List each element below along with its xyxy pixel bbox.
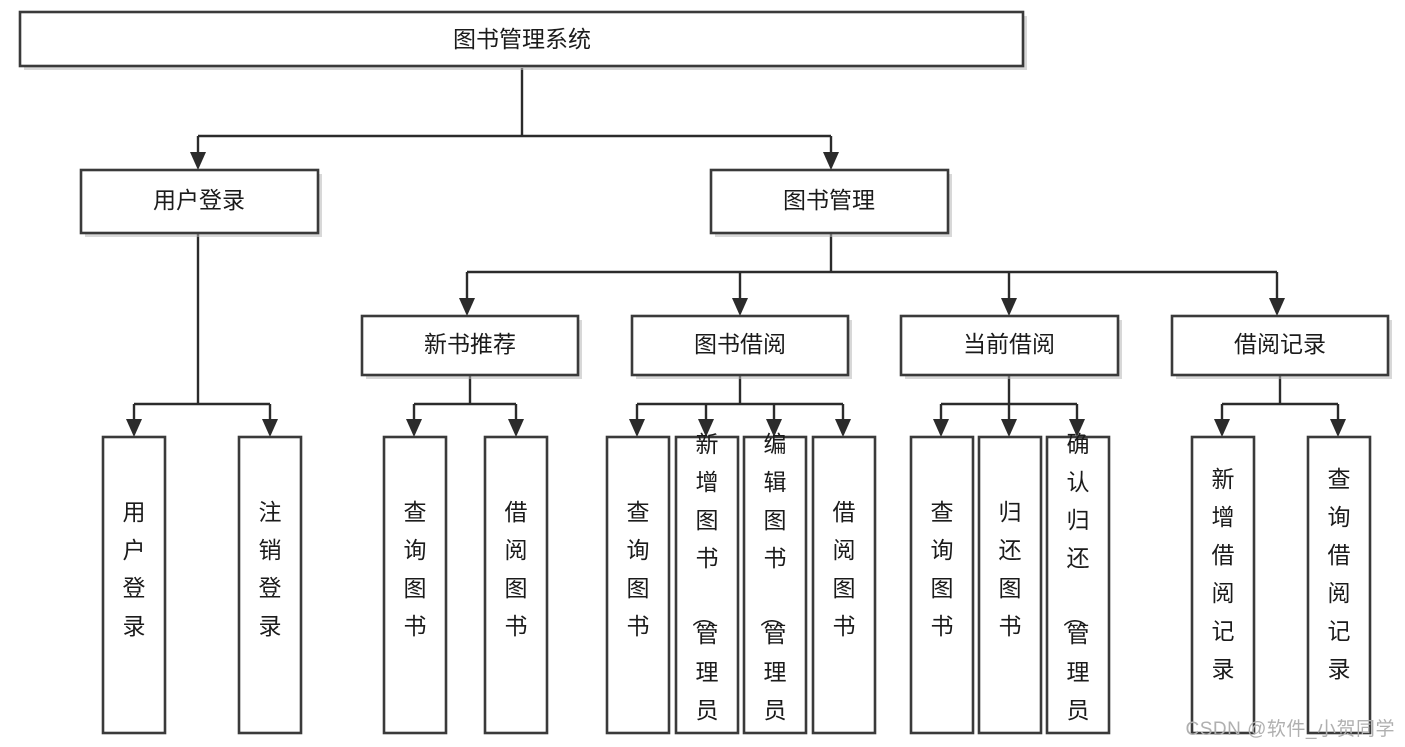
- leaf-confirm-return-box[interactable]: [1045, 435, 1111, 735]
- arrow-userlogin-leaf-2: [262, 419, 278, 437]
- leaf-node[interactable]: 用户登录: [101, 435, 167, 735]
- node-borrow-record[interactable]: 借阅记录: [1170, 314, 1392, 379]
- node-borrow-record-box[interactable]: [1170, 314, 1390, 377]
- leaf-borrow-book-2-label: 借阅图书: [833, 499, 856, 639]
- leaf-node[interactable]: 查询借阅记录: [1306, 435, 1372, 735]
- arrow-borrow-leaf-2: [698, 419, 714, 437]
- leaf-return-book-box[interactable]: [977, 435, 1043, 735]
- node-new-book-recommend-box[interactable]: [360, 314, 580, 377]
- node-borrow-record-label: 借阅记录: [1234, 331, 1326, 357]
- arrow-root-to-user-login: [190, 152, 206, 170]
- node-root[interactable]: 图书管理系统: [18, 10, 1027, 70]
- leaf-query-record-label: 查询借阅记录: [1328, 466, 1351, 682]
- node-book-borrow-box[interactable]: [630, 314, 850, 377]
- leaf-user-login-label: 用户登录: [123, 499, 146, 639]
- arrow-record-leaf-2: [1330, 419, 1346, 437]
- leaf-query-book-3-label: 查询图书: [931, 499, 954, 639]
- leaf-query-book-1-label: 查询图书: [404, 499, 427, 639]
- leaf-node[interactable]: 查询图书: [605, 435, 671, 735]
- arrow-root-to-book-mgmt: [823, 152, 839, 170]
- leaf-logout-box[interactable]: [237, 435, 303, 735]
- node-current-borrow-label: 当前借阅: [963, 331, 1055, 357]
- leaf-borrow-book-2-box[interactable]: [811, 435, 877, 735]
- arrow-borrow-leaf-3: [766, 419, 782, 437]
- leaf-node[interactable]: 编辑图书（管理员）: [742, 431, 808, 747]
- leaf-add-record-box[interactable]: [1190, 435, 1256, 735]
- leaf-node[interactable]: 借阅图书: [483, 435, 549, 735]
- arrow-bookmgmt-child-4: [1269, 298, 1285, 316]
- node-book-management-label: 图书管理: [783, 187, 875, 213]
- leaf-confirm-return-label: 确认归还（管理员）: [1062, 431, 1090, 747]
- csdn-watermark: CSDN @软件_小贺同学: [1185, 719, 1395, 740]
- node-user-login-box[interactable]: [79, 168, 320, 235]
- arrow-userlogin-leaf-1: [126, 419, 142, 437]
- node-book-borrow-label: 图书借阅: [694, 331, 786, 357]
- leaf-add-record-label: 新增借阅记录: [1212, 466, 1235, 682]
- arrow-bookmgmt-child-3: [1001, 298, 1017, 316]
- leaf-query-book-3-box[interactable]: [909, 435, 975, 735]
- leaf-return-book-label: 归还图书: [999, 499, 1022, 639]
- node-user-login-label: 用户登录: [153, 187, 245, 213]
- arrow-current-leaf-3: [1069, 419, 1085, 437]
- arrow-current-leaf-1: [933, 419, 949, 437]
- leaf-node[interactable]: 新增图书（管理员）: [674, 431, 740, 747]
- leaf-query-book-2-label: 查询图书: [627, 499, 650, 639]
- node-new-book-recommend[interactable]: 新书推荐: [360, 314, 582, 379]
- leaf-node[interactable]: 查询图书: [382, 435, 448, 735]
- arrow-bookmgmt-child-2: [732, 298, 748, 316]
- leaf-edit-book-box[interactable]: [742, 435, 808, 735]
- leaf-query-book-2-box[interactable]: [605, 435, 671, 735]
- arrow-borrow-leaf-4: [835, 419, 851, 437]
- leaf-node[interactable]: 确认归还（管理员）: [1045, 431, 1111, 747]
- node-root-box[interactable]: [18, 10, 1025, 68]
- arrow-newbook-leaf-2: [508, 419, 524, 437]
- node-current-borrow-box[interactable]: [899, 314, 1120, 377]
- leaf-node[interactable]: 查询图书: [909, 435, 975, 735]
- node-book-management-box[interactable]: [709, 168, 950, 235]
- leaf-borrow-book-1-label: 借阅图书: [505, 499, 528, 639]
- leaf-node[interactable]: 注销登录: [237, 435, 303, 735]
- node-book-borrow[interactable]: 图书借阅: [630, 314, 852, 379]
- arrow-newbook-leaf-1: [406, 419, 422, 437]
- node-current-borrow[interactable]: 当前借阅: [899, 314, 1122, 379]
- arrow-bookmgmt-child-1: [459, 298, 475, 316]
- node-new-book-recommend-label: 新书推荐: [424, 331, 516, 357]
- node-book-management[interactable]: 图书管理: [709, 168, 952, 237]
- leaf-edit-book-label: 编辑图书（管理员）: [759, 431, 787, 747]
- node-user-login[interactable]: 用户登录: [79, 168, 322, 237]
- leaf-add-book-label: 新增图书（管理员）: [691, 431, 719, 747]
- leaf-add-book-box[interactable]: [674, 435, 740, 735]
- leaf-node[interactable]: 归还图书: [977, 435, 1043, 735]
- arrow-current-leaf-2: [1001, 419, 1017, 437]
- leaf-user-login-box[interactable]: [101, 435, 167, 735]
- arrow-borrow-leaf-1: [629, 419, 645, 437]
- node-root-label: 图书管理系统: [453, 26, 591, 52]
- arrow-record-leaf-1: [1214, 419, 1230, 437]
- leaf-query-book-1-box[interactable]: [382, 435, 448, 735]
- leaf-node[interactable]: 借阅图书: [811, 435, 877, 735]
- edges-layer: [126, 68, 1346, 437]
- leaf-borrow-book-1-box[interactable]: [483, 435, 549, 735]
- leaf-logout-label: 注销登录: [259, 499, 282, 639]
- leaf-query-record-box[interactable]: [1306, 435, 1372, 735]
- leaf-node[interactable]: 新增借阅记录: [1190, 435, 1256, 735]
